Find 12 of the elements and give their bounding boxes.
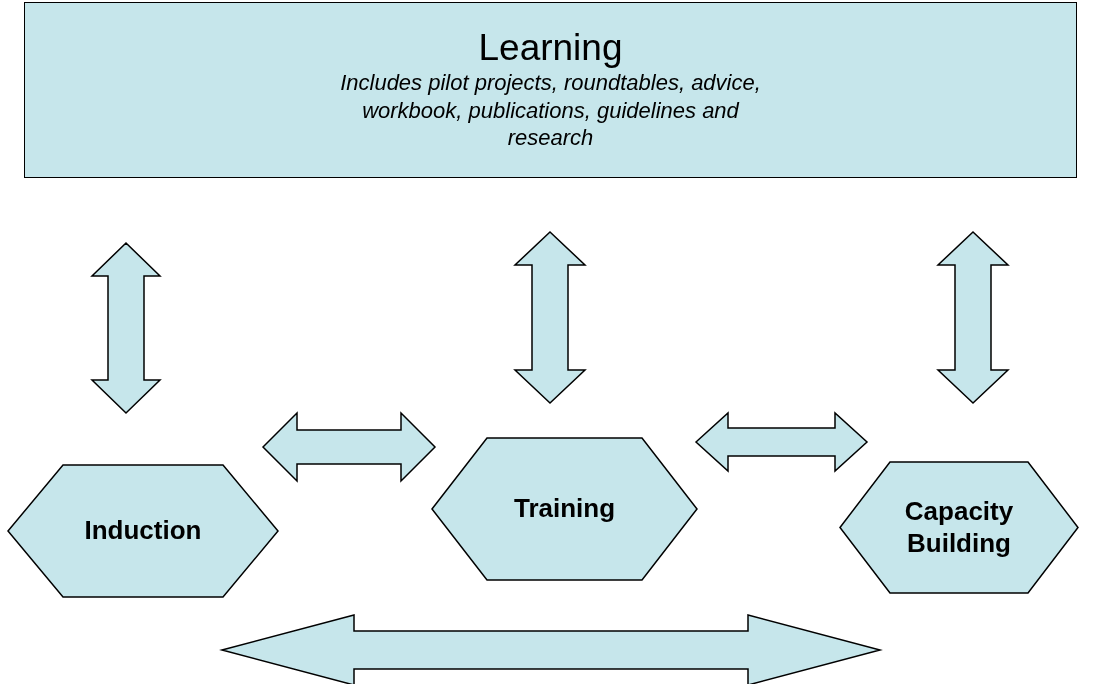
hexagon-label: Capacity Building [903,496,1015,559]
double-arrow [936,230,1010,405]
hexagon-label: Induction [83,515,203,547]
hexagon-label: Training [512,493,617,525]
box-title: Learning [478,28,623,70]
learning-box [24,2,1077,178]
double-arrow [694,411,869,473]
double-arrow [90,241,162,415]
box-description: Includes pilot projects, roundtables, advice, workbook, publications, guidelines and research [339,69,762,152]
double-arrow [513,230,587,405]
double-arrow [219,614,883,684]
double-arrow [261,411,437,483]
